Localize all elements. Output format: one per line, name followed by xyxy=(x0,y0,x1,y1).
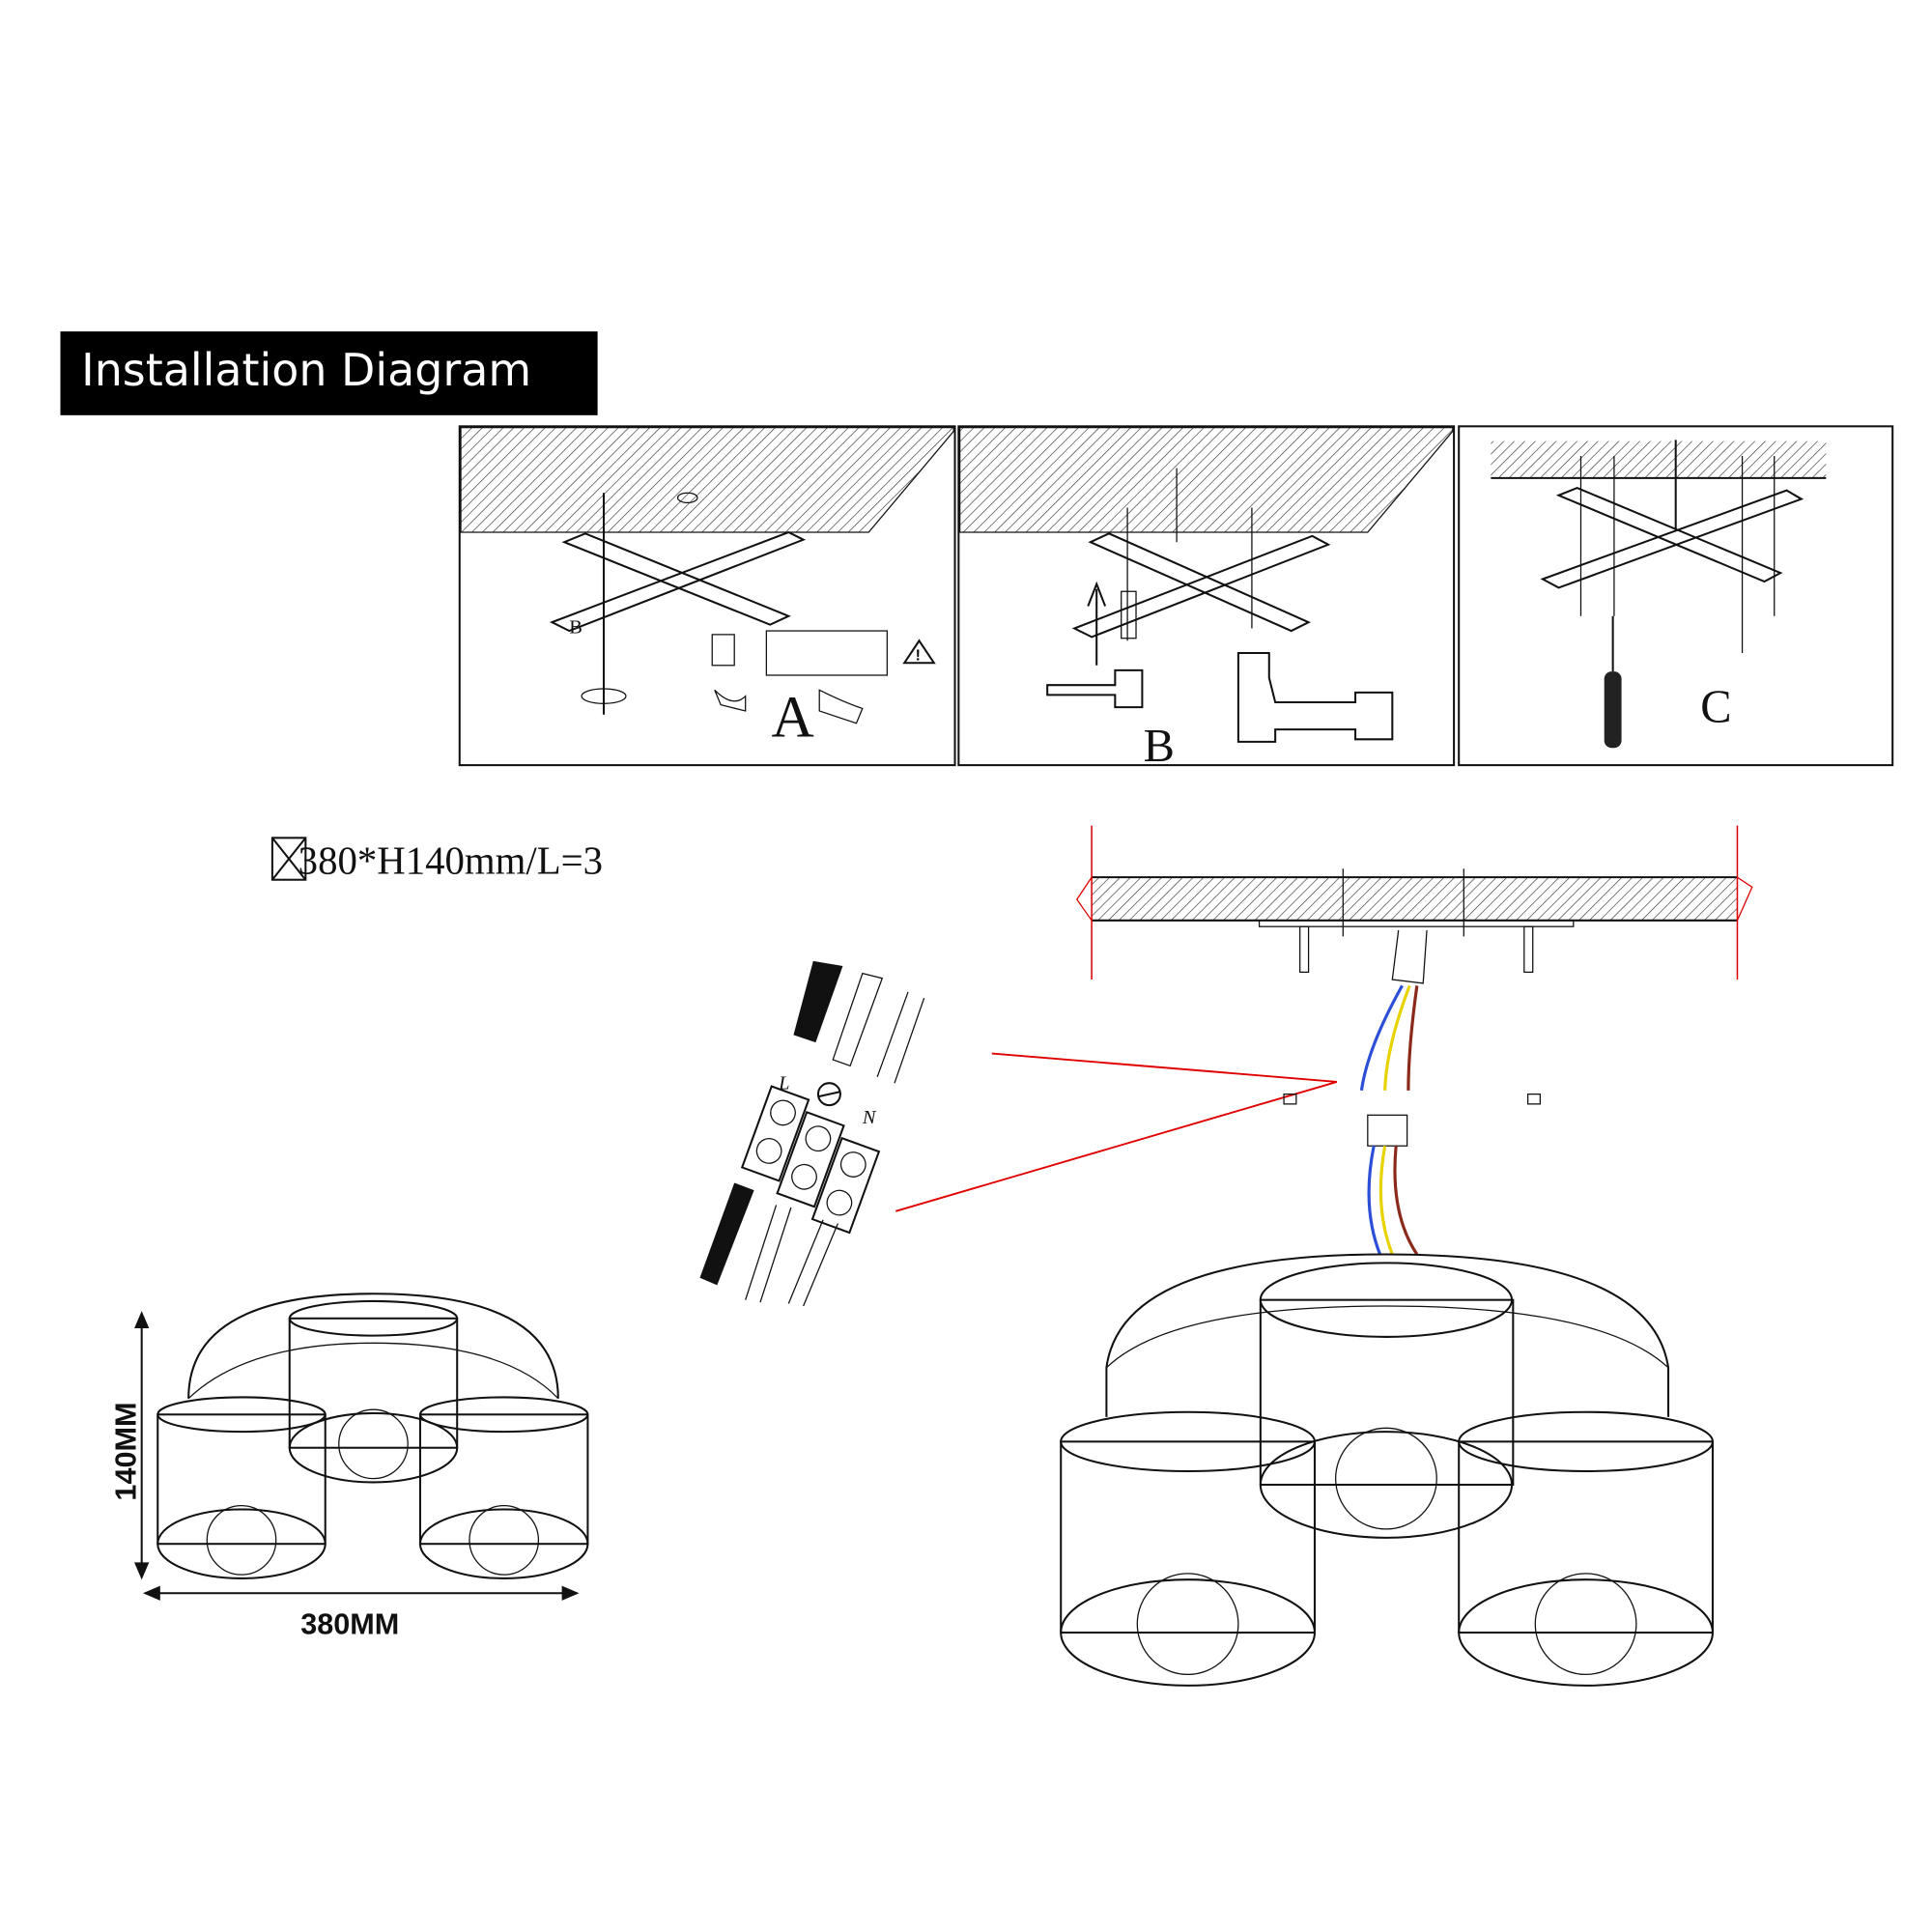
spec-text: 380*H140mm/L=3 xyxy=(298,838,603,882)
leader-lines xyxy=(895,1052,1338,1212)
hand-icon xyxy=(714,689,747,712)
height-dimension: 140MM xyxy=(109,1311,150,1580)
terminal-block xyxy=(765,630,889,676)
diameter-icon xyxy=(270,837,307,881)
spec-line: 380*H140mm/L=3 xyxy=(270,837,603,882)
neutral-label: N xyxy=(862,1107,877,1128)
step-a-panel: ! A B xyxy=(458,425,956,767)
page-title: Installation Diagram xyxy=(81,344,531,396)
title-banner: Installation Diagram xyxy=(60,331,598,415)
svg-text:!: ! xyxy=(916,648,921,665)
drill-icon xyxy=(1236,652,1394,743)
connector-icon xyxy=(711,634,735,667)
height-label: 140MM xyxy=(109,1402,142,1500)
width-label: 380MM xyxy=(300,1607,399,1640)
screw-icon xyxy=(1283,1094,1297,1105)
step-b-label: B xyxy=(1144,721,1175,772)
width-dimension: 380MM xyxy=(142,1585,580,1640)
step-a-label: A xyxy=(771,685,813,751)
step-a-sublabel: B xyxy=(569,617,582,639)
supply-wires xyxy=(1359,984,1419,1092)
hand-icon xyxy=(818,689,864,724)
ceiling-mount-view xyxy=(1076,825,1753,1256)
screwdriver-icon xyxy=(1604,615,1622,749)
ground-icon xyxy=(816,1082,841,1107)
arrow-up-icon xyxy=(1087,581,1107,666)
screw-icon xyxy=(1526,1094,1542,1105)
lamp-wires xyxy=(1367,1145,1419,1256)
hammer-icon xyxy=(1046,668,1144,709)
mounting-bracket xyxy=(549,530,807,633)
step-c-label: C xyxy=(1700,681,1731,732)
warning-icon xyxy=(902,639,936,665)
step-c-panel: C xyxy=(1458,425,1894,767)
lamp-terminal xyxy=(1367,1114,1408,1147)
lamp-dimension-view: 140MM 380MM xyxy=(109,1293,589,1640)
lamp-large-view xyxy=(1060,1253,1714,1687)
terminal-connector-detail: L N xyxy=(699,960,925,1307)
step-b-panel: B xyxy=(957,425,1456,772)
